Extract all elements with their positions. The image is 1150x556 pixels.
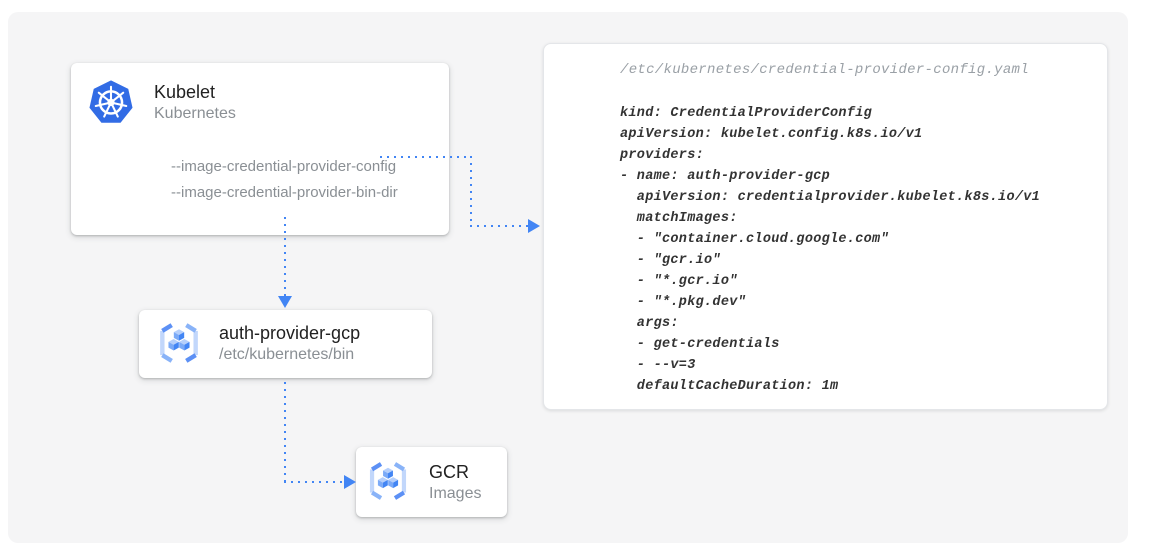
config-yaml-line: apiVersion: kubelet.config.k8s.io/v1 <box>620 127 923 142</box>
arrow-auth-to-gcr-seg2 <box>284 481 344 483</box>
gcr-cubes-icon <box>154 320 204 371</box>
config-yaml-line: defaultCacheDuration: 1m <box>620 379 839 394</box>
config-yaml-line: apiVersion: credentialprovider.kubelet.k… <box>620 190 1041 205</box>
node-auth-provider-gcp: auth-provider-gcp /etc/kubernetes/bin <box>139 310 432 378</box>
gcr-subtitle: Images <box>429 485 482 502</box>
gcr-title: GCR <box>429 462 469 482</box>
arrowhead-to-auth-icon <box>278 296 292 308</box>
config-file-path: /etc/kubernetes/credential-provider-conf… <box>620 62 1029 78</box>
config-yaml-line: - "*.gcr.io" <box>620 274 738 289</box>
arrow-config-to-yaml-seg3 <box>470 225 528 227</box>
arrow-kubelet-to-auth-seg <box>284 217 286 296</box>
kubelet-title: Kubelet <box>154 82 216 102</box>
arrow-auth-to-gcr-seg1 <box>284 382 286 482</box>
arrow-config-to-yaml-seg1 <box>380 156 472 158</box>
config-yaml-line: args: <box>620 316 679 331</box>
config-yaml-line: - --v=3 <box>620 358 696 373</box>
config-yaml-line: - "container.cloud.google.com" <box>620 232 889 247</box>
kubelet-flags: --image-credential-provider-config --imag… <box>171 154 449 206</box>
config-yaml-line: matchImages: <box>620 211 738 226</box>
arrow-config-to-yaml-seg2 <box>470 156 472 226</box>
credential-provider-config-card: /etc/kubernetes/credential-provider-conf… <box>543 43 1108 410</box>
auth-provider-subtitle: /etc/kubernetes/bin <box>219 346 355 363</box>
gcr-cubes-icon <box>364 459 412 508</box>
config-yaml-line: - name: auth-provider-gcp <box>620 169 831 184</box>
kubelet-flag: --image-credential-provider-config <box>171 158 397 175</box>
config-yaml-block: kind: CredentialProviderConfig apiVersion… <box>620 103 1107 397</box>
node-kubelet: Kubelet Kubernetes --image-credential-pr… <box>71 63 449 235</box>
arrowhead-to-gcr-icon <box>344 475 356 489</box>
kubernetes-icon <box>88 79 134 130</box>
kubelet-subtitle: Kubernetes <box>154 105 236 122</box>
config-yaml-line: - "gcr.io" <box>620 253 721 268</box>
auth-provider-title: auth-provider-gcp <box>219 323 361 343</box>
config-yaml-line: kind: CredentialProviderConfig <box>620 106 873 121</box>
node-gcr: GCR Images <box>356 447 507 517</box>
config-yaml-line: - get-credentials <box>620 337 780 352</box>
config-yaml-line: providers: <box>620 148 705 163</box>
arrowhead-to-yaml-icon <box>528 219 540 233</box>
config-yaml-line: - "*.pkg.dev" <box>620 295 747 310</box>
kubelet-flag: --image-credential-provider-bin-dir <box>171 184 398 201</box>
